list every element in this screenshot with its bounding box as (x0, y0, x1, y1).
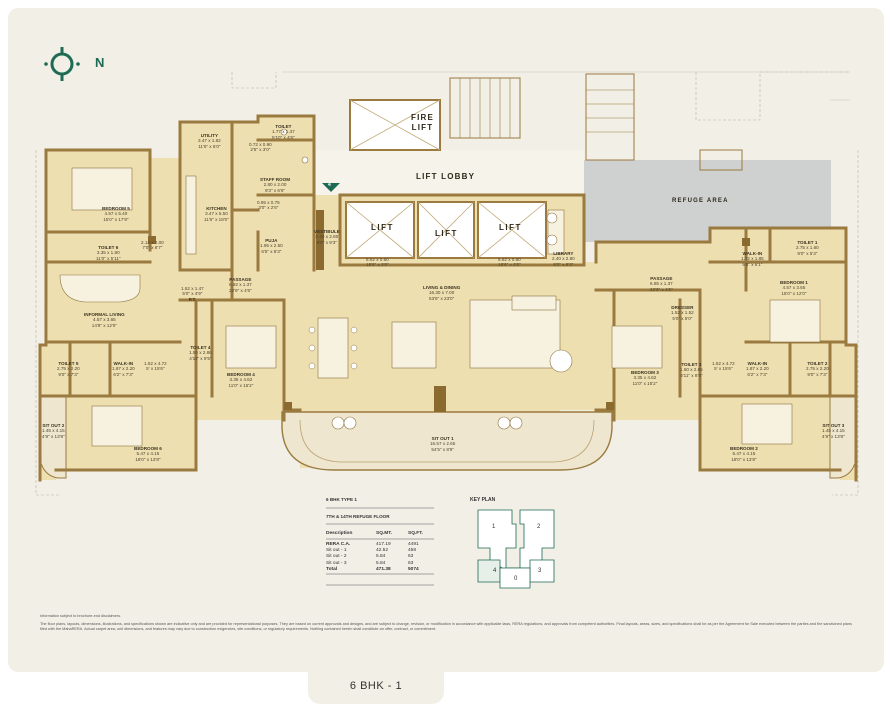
area-total-sqft: 5074 (408, 566, 419, 572)
area-header-description: Description (326, 530, 353, 536)
plan-tab-label[interactable]: 6 BHK - 1 (349, 680, 403, 692)
area-cell: 417.19 (376, 541, 391, 547)
area-cell: 5.84 (376, 554, 386, 560)
area-cell: RERA C.A. (326, 541, 351, 547)
key-plan-drawing (477, 509, 555, 589)
refuge-area-label: REFUGE AREA (672, 198, 729, 204)
area-cell: Sit out - 3 (326, 560, 347, 566)
area-row: Sit out - 2 5.84 63 (326, 554, 425, 560)
area-table-header: Description SQ.MT. SQ.FT. (326, 530, 425, 536)
area-table-floor: 7TH & 14TH REFUGE FLOOR (326, 514, 390, 519)
apartment-floor (40, 116, 856, 480)
disclaimer-line-2: The floor plans, layouts, dimensions, il… (40, 622, 852, 631)
area-table: Description SQ.MT. SQ.FT. RERA C.A. 417.… (326, 530, 425, 572)
area-cell: 42.52 (376, 548, 389, 554)
area-cell: 5.84 (376, 560, 386, 566)
key-plan-unit-1: 1 (492, 524, 496, 530)
area-table-title: 6 BHK TYPE 1 (326, 497, 357, 502)
key-plan-unit-4: 4 (493, 568, 497, 574)
north-label: N (95, 55, 105, 70)
marker-triangle (322, 183, 340, 192)
lift-lobby-label: LIFT LOBBY (416, 172, 476, 181)
area-table-rules (326, 507, 434, 586)
area-header-sqmt: SQ.MT. (376, 530, 392, 536)
area-cell: 63 (408, 560, 414, 566)
area-total-sqmt: 471.38 (376, 566, 391, 572)
fire-lift-label: FIRE LIFT (411, 113, 434, 133)
key-plan-unit-2: 2 (537, 524, 541, 530)
area-row: RERA C.A. 417.19 4491 (326, 541, 425, 547)
area-row: Sit out - 1 42.52 458 (326, 548, 425, 554)
area-cell: 63 (408, 554, 414, 560)
area-cell: 458 (408, 548, 417, 554)
lift-2-label: LIFT (435, 229, 458, 238)
sit-out-1-floor (281, 411, 613, 471)
compass-icon (44, 47, 80, 81)
fire-label: FIRE (411, 113, 435, 122)
key-plan-title: KEY PLAN (470, 497, 496, 503)
key-plan-unit-0: 0 (514, 576, 518, 582)
disclaimer-line-1: Information subject to brochure-end disc… (40, 614, 122, 618)
plan-tab[interactable] (308, 672, 444, 704)
lift-label: LIFT (411, 123, 434, 132)
area-cell: Sit out - 1 (326, 548, 347, 554)
area-cell: 4491 (408, 541, 419, 547)
area-total-row: Total 471.38 5074 (326, 566, 425, 572)
key-plan-unit-3: 3 (538, 568, 542, 574)
lift-1-label: LIFT (371, 223, 394, 232)
lift-lobby-floor (312, 150, 584, 200)
marker-number: 4 (328, 182, 331, 188)
area-total-label: Total (326, 566, 338, 572)
lift-3-label: LIFT (499, 223, 522, 232)
area-row: Sit out - 3 5.84 63 (326, 560, 425, 566)
area-cell: Sit out - 2 (326, 554, 347, 560)
area-header-sqft: SQ.FT. (408, 530, 423, 536)
